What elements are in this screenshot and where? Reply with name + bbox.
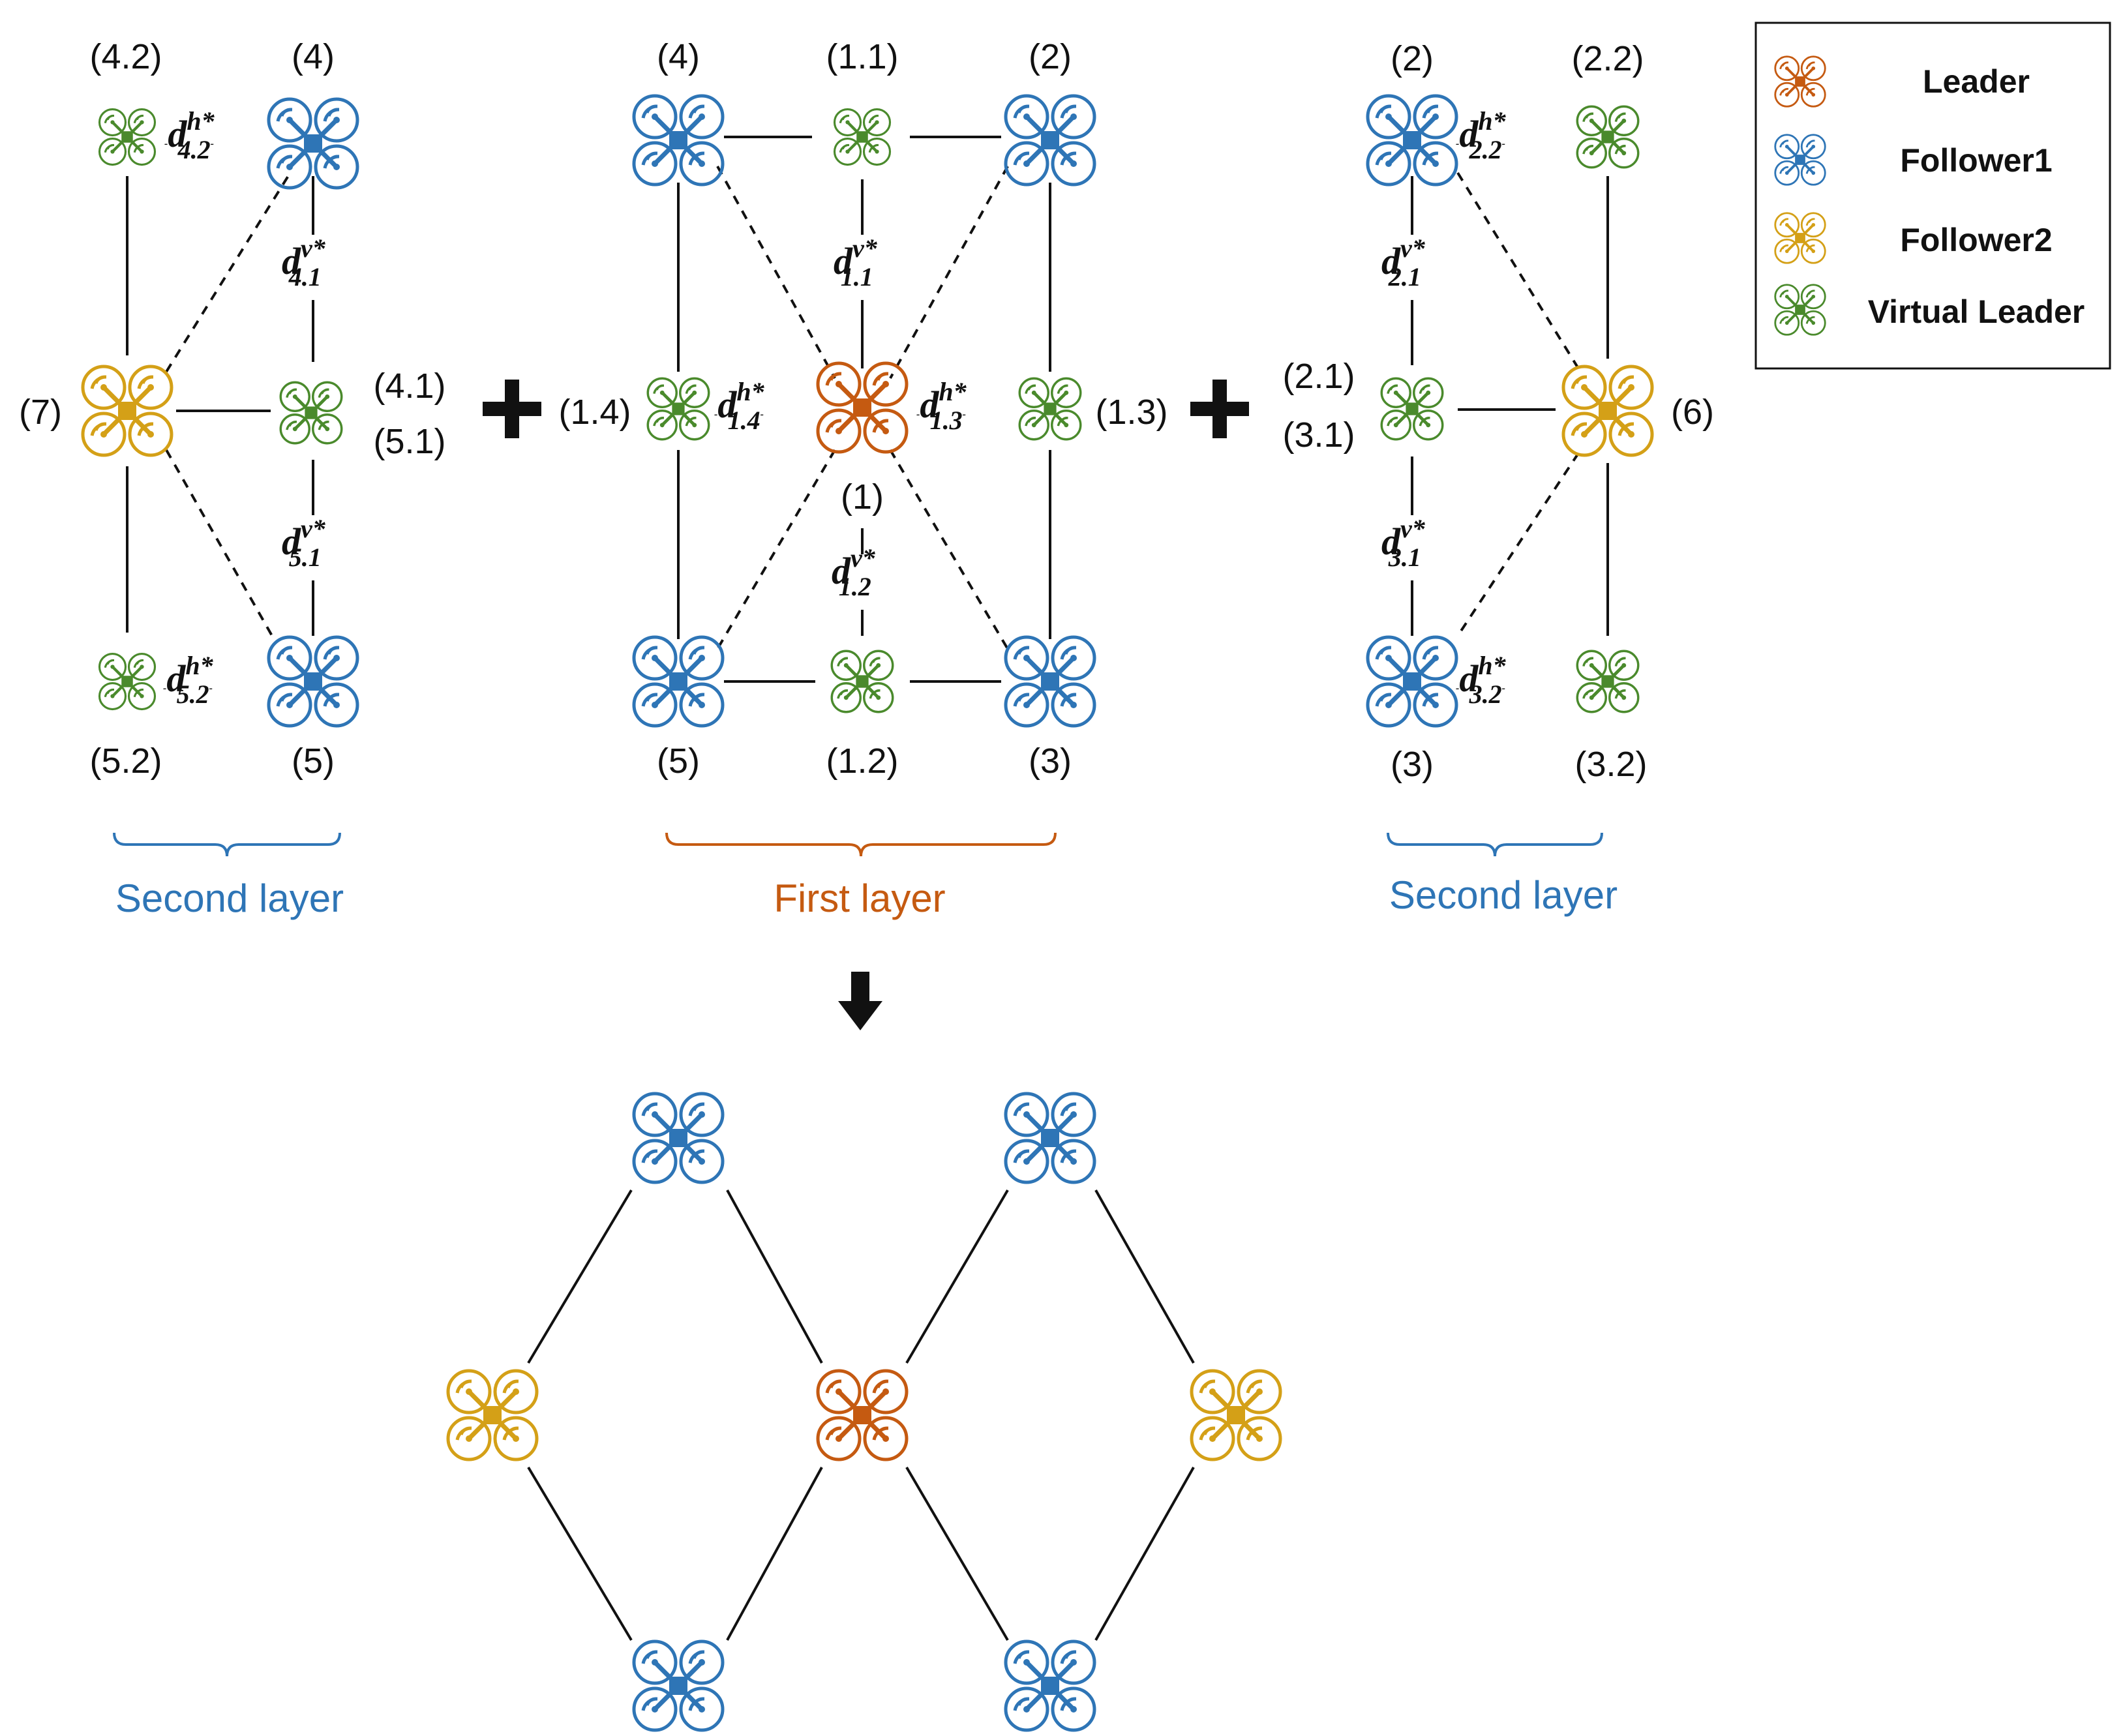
node-label: (4) — [292, 37, 335, 76]
edge — [889, 166, 1009, 379]
distance-label: dv*3.1 — [1381, 514, 1426, 572]
node-label: (2.2) — [1571, 39, 1644, 78]
node-label: (1.3) — [1095, 393, 1167, 432]
operators — [483, 380, 1249, 1030]
node-label: (3) — [1029, 741, 1072, 781]
node-label: (4) — [657, 37, 700, 76]
edge — [1456, 172, 1580, 370]
follower1-drone-icon — [1006, 1094, 1094, 1182]
node-label: (2) — [1029, 37, 1072, 76]
follower1-drone-icon — [634, 96, 723, 185]
node-label: (1.4) — [558, 393, 631, 432]
virtual-leader-drone-icon — [1381, 378, 1443, 440]
follower1-drone-icon — [1368, 96, 1456, 185]
second-layer-brace — [113, 832, 341, 857]
follower2-drone-icon — [1563, 367, 1652, 455]
edge — [716, 166, 836, 379]
edge — [905, 1466, 1009, 1641]
node-label: (3) — [1391, 745, 1434, 784]
virtual-leader-drone-icon — [832, 651, 893, 712]
distance-label: -dh*1.4- — [714, 377, 765, 435]
follower2-drone-icon — [83, 367, 172, 455]
virtual-leader-drone-icon — [835, 110, 890, 165]
virtual-leader-drone-icon — [100, 654, 155, 710]
follower1-drone-icon — [634, 637, 723, 726]
virtual-leader-drone-icon — [1577, 651, 1638, 712]
follower1-drone-icon — [634, 1094, 723, 1182]
edge — [165, 449, 275, 640]
node-label: (1.1) — [826, 37, 898, 76]
virtual-leader-drone-icon — [648, 378, 709, 440]
edge — [726, 1467, 823, 1641]
distance-label: dv*1.2 — [832, 543, 876, 601]
edge — [527, 1466, 633, 1641]
node-label: (2) — [1391, 39, 1434, 78]
node-label: (6) — [1671, 393, 1714, 432]
second-layer-brace — [1387, 832, 1603, 857]
node-label: (1.2) — [826, 741, 898, 781]
distance-label: -dh*5.2- — [163, 651, 214, 709]
virtual-leader-drone-icon — [280, 382, 342, 443]
plus-icon — [483, 380, 541, 438]
distance-label: -dh*4.2- — [164, 106, 215, 164]
follower1-drone-icon — [1006, 96, 1094, 185]
follower2-drone-icon — [448, 1371, 537, 1459]
second-layer-label: Second layer — [115, 876, 344, 920]
down-arrow-icon — [838, 972, 882, 1030]
node-labels: (4.2) (4) (7) (4.1) (5.1) (5.2) (5) (4) … — [19, 37, 1714, 784]
second-layer-label: Second layer — [1389, 873, 1618, 917]
node-label: (2.1) — [1282, 357, 1355, 396]
virtual-leader-drone-icon — [1019, 378, 1081, 440]
virtual-leader-drone-icon — [1577, 106, 1638, 168]
distance-label: -dh*1.3- — [916, 377, 967, 435]
node-label: (4.2) — [89, 37, 162, 76]
legend-label-follower2: Follower2 — [1900, 222, 2052, 258]
leader-drone-icon — [818, 363, 907, 452]
legend-label-virtual-leader: Virtual Leader — [1868, 293, 2085, 330]
first-layer-label: First layer — [774, 876, 945, 920]
edge — [716, 449, 836, 650]
edge — [1094, 1467, 1195, 1641]
follower1-drone-icon — [1368, 637, 1456, 726]
node-label: (5) — [292, 741, 335, 781]
distance-label: dv*4.1 — [282, 233, 326, 292]
follower1-drone-icon — [1006, 637, 1094, 726]
edge — [889, 449, 1009, 650]
edge — [1094, 1190, 1195, 1364]
edge — [527, 1189, 633, 1364]
edge — [165, 172, 292, 373]
node-label: (3.1) — [1282, 415, 1355, 455]
node-label: (4.1) — [373, 367, 445, 406]
layer-braces — [113, 832, 1603, 857]
node-label: (1) — [841, 477, 884, 516]
first-layer-brace — [665, 832, 1057, 857]
node-label: (3.2) — [1574, 745, 1647, 784]
follower1-drone-icon — [269, 637, 357, 726]
node-label: (7) — [19, 393, 62, 432]
distance-label: -dh*3.2- — [1456, 651, 1507, 709]
follower1-drone-icon — [634, 1641, 723, 1730]
distance-labels: -dh*4.2- dv*4.1 dv*5.1 -dh*5.2- dv*1.1 -… — [163, 106, 1507, 709]
node-label: (5) — [657, 741, 700, 781]
distance-label: dv*2.1 — [1381, 233, 1426, 292]
node-label: (5.1) — [373, 422, 445, 461]
distance-label: dv*5.1 — [282, 514, 326, 572]
legend-label-follower1: Follower1 — [1900, 142, 2052, 179]
legend: Leader Follower1 Follower2 Virtual Leade… — [1754, 22, 2111, 370]
plus-icon — [1190, 380, 1249, 438]
leader-drone-icon — [818, 1371, 907, 1459]
legend-label-leader: Leader — [1923, 63, 2030, 100]
edge — [1456, 452, 1580, 637]
edge — [905, 1189, 1009, 1364]
virtual-leader-drone-icon — [100, 110, 155, 165]
follower1-drone-icon — [269, 99, 357, 188]
follower1-drone-icon — [1006, 1641, 1094, 1730]
edge — [726, 1190, 823, 1364]
edges — [126, 136, 1609, 1641]
distance-label: -dh*2.2- — [1456, 106, 1507, 164]
distance-label: dv*1.1 — [834, 233, 878, 292]
node-label: (5.2) — [89, 741, 162, 781]
follower2-drone-icon — [1192, 1371, 1280, 1459]
